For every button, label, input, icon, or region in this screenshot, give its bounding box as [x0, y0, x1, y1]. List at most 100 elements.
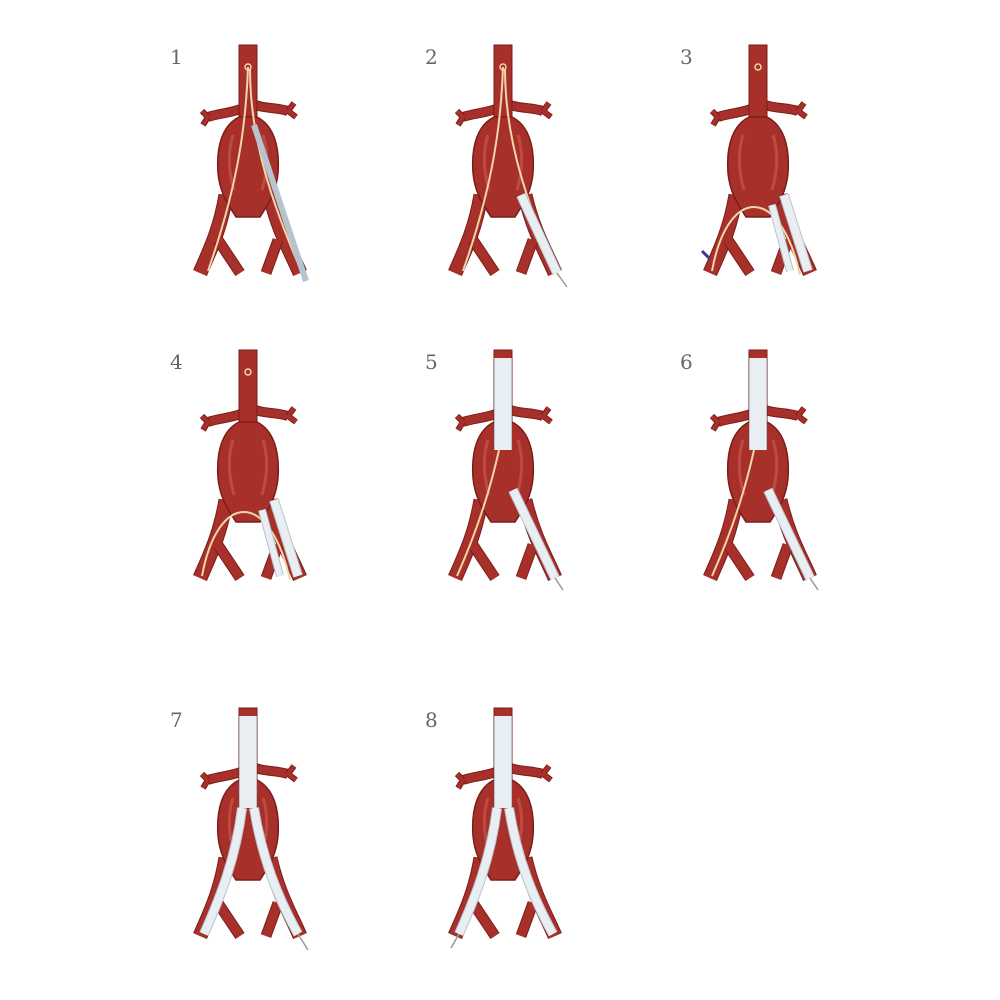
left-iliac-limb [250, 807, 302, 936]
right-renal-branch [455, 109, 465, 127]
catheter-tip [556, 272, 568, 288]
guidewire-right [711, 449, 755, 577]
catheter-tip [450, 933, 460, 949]
right-common-iliac [194, 193, 233, 276]
guidewire-right [462, 66, 504, 272]
aorta-illustration-1 [193, 44, 309, 282]
stage-number-label: 6 [680, 350, 693, 374]
aorta-drawing-group [448, 349, 564, 591]
right-internal-iliac [469, 237, 499, 276]
stage-number-label: 8 [425, 708, 438, 732]
wire-tip-marker [244, 368, 252, 376]
stage-number-label: 7 [170, 708, 183, 732]
aorta-drawing-group [193, 44, 309, 282]
sac-highlight [482, 439, 491, 496]
aorta-drawing-group [448, 707, 562, 949]
contralateral-sheath [780, 193, 812, 273]
right-renal-branch [710, 414, 720, 432]
aorta-illustration-4 [193, 349, 307, 582]
crossover-wire [201, 511, 291, 581]
left-renal-branch [541, 764, 553, 782]
aneurysm-sac [726, 116, 790, 218]
stage-panel-8: 8 [425, 707, 625, 978]
stage-number-label: 2 [425, 45, 438, 69]
right-renal-branch [200, 772, 210, 790]
catheter-tip [554, 577, 564, 591]
left-renal-branch [541, 406, 553, 424]
stage-number-label: 4 [170, 350, 183, 374]
right-common-iliac [449, 193, 488, 276]
sac-highlight [227, 439, 236, 496]
aorta-illustration-2 [448, 44, 568, 288]
ipsilateral-sheath [259, 509, 283, 577]
sac-highlight [260, 439, 269, 496]
stage-panel-5: 5 [425, 349, 625, 620]
sac-highlight [515, 134, 524, 191]
right-internal-iliac [724, 237, 754, 276]
aorta-illustration-7 [193, 707, 309, 951]
left-internal-iliac [771, 543, 793, 580]
sheath-marker [700, 249, 712, 261]
stage-number-label: 3 [680, 45, 693, 69]
aorta-illustration-5 [448, 349, 564, 591]
stage-number-label: 1 [170, 45, 183, 69]
right-renal-branch [710, 109, 720, 127]
aneurysm-sac [216, 116, 280, 218]
sac-highlight [737, 439, 746, 496]
right-internal-iliac [469, 900, 499, 939]
right-renal-branch [455, 414, 465, 432]
guidewire-left [249, 68, 305, 278]
ipsilateral-sheath [769, 204, 793, 272]
right-internal-iliac [214, 542, 244, 581]
left-internal-iliac [516, 901, 538, 938]
right-internal-iliac [214, 900, 244, 939]
stage-panel-6: 6 [680, 349, 880, 620]
stage-panel-1: 1 [170, 44, 370, 315]
crossover-wire [711, 206, 801, 276]
aorta-drawing-group [448, 44, 568, 288]
aorta-drawing-group [700, 44, 817, 277]
left-iliac-limb [505, 807, 557, 936]
right-renal-branch [455, 772, 465, 790]
stage-panel-2: 2 [425, 44, 625, 315]
sac-highlight [770, 134, 779, 191]
aorta-drawing-group [193, 349, 307, 582]
aorta-drawing-group [193, 707, 309, 951]
left-internal-iliac [516, 238, 538, 275]
left-renal-branch [286, 764, 298, 782]
right-renal-branch [200, 109, 210, 127]
aneurysm-sac [216, 421, 280, 523]
guidewire-right [456, 449, 500, 577]
stage-panel-7: 7 [170, 707, 370, 978]
sheath-segment [517, 193, 561, 275]
catheter-tip [809, 577, 819, 591]
right-internal-iliac [214, 237, 244, 276]
stage-panel-3: 3 [680, 44, 880, 315]
right-internal-iliac [724, 542, 754, 581]
aorta-illustration-8 [448, 707, 562, 949]
aortic-neck [748, 44, 768, 121]
ipsilateral-limb-sheath [764, 488, 814, 580]
ipsilateral-limb-sheath [509, 488, 559, 580]
left-renal-branch [796, 406, 808, 424]
stage-number-label: 5 [425, 350, 438, 374]
contralateral-sheath [270, 498, 302, 578]
wire-tip-marker [754, 63, 762, 71]
aortic-neck [238, 349, 258, 426]
left-renal-branch [286, 406, 298, 424]
stage-panel-4: 4 [170, 349, 370, 620]
left-internal-iliac [261, 238, 283, 275]
sac-highlight [737, 134, 746, 191]
aorta-illustration-3 [700, 44, 817, 277]
right-internal-iliac [469, 542, 499, 581]
left-common-iliac [263, 193, 306, 276]
right-renal-branch [200, 414, 210, 432]
delivery-sheath [251, 124, 309, 282]
left-internal-iliac [261, 901, 283, 938]
left-renal-branch [796, 101, 808, 119]
right-iliac-limb [200, 807, 246, 936]
guidewire-right [207, 66, 249, 272]
aorta-drawing-group [703, 349, 819, 591]
left-renal-branch [286, 101, 298, 119]
catheter-tip [297, 933, 309, 951]
